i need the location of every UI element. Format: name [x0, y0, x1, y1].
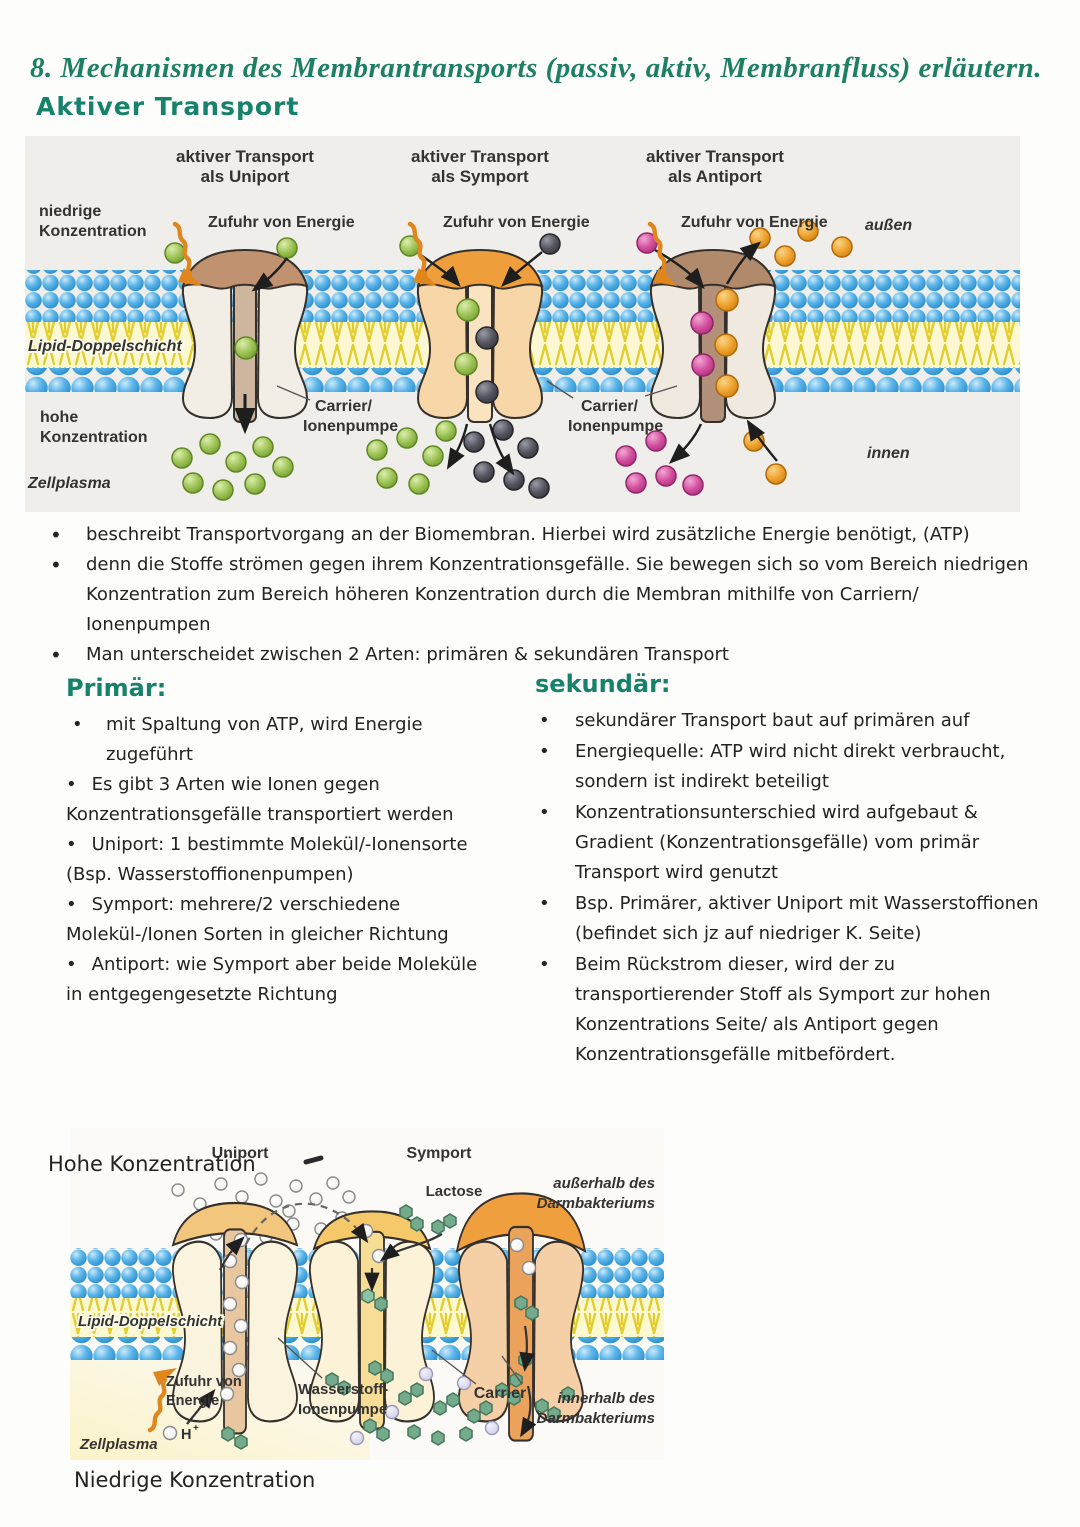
- primary-item: Symport: mehrere/2 verschiedene Molekül-…: [66, 890, 496, 950]
- secondary-item: sekundärer Transport baut auf primären a…: [535, 706, 1050, 736]
- label-carrier-ionenpumpe-1b: Ionenpumpe: [303, 418, 398, 435]
- label-wasserstoff-2: Ionenpumpe: [298, 1401, 387, 1418]
- primary-transport-section: Primär: mit Spaltung von ATP, wird Energ…: [66, 674, 496, 1010]
- primary-item: mit Spaltung von ATP, wird Energie zugef…: [66, 710, 496, 770]
- diagram-active-transport: aktiver Transport als Uniport aktiver Tr…: [25, 136, 1020, 512]
- panel-title-uniport-2: als Uniport: [201, 167, 290, 186]
- secondary-item: Energiequelle: ATP wird nicht direkt ver…: [535, 737, 1050, 797]
- label-lactose: Lactose: [426, 1183, 483, 1200]
- label-zellplasma: Zellplasma: [27, 475, 111, 492]
- secondary-list: sekundärer Transport baut auf primären a…: [535, 706, 1050, 1070]
- label-hohe-konzentration-hand: Hohe Konzentration: [48, 1152, 256, 1176]
- notes-list: beschreibt Transportvorgang an der Biome…: [42, 520, 1032, 670]
- molecules-cytoplasm-pink: [615, 430, 704, 496]
- label-niedrige-konzentration-2: Konzentration: [39, 223, 147, 240]
- label-carrier-ionenpumpe-2a: Carrier/: [581, 398, 638, 415]
- label-carrier-ionenpumpe-2b: Ionenpumpe: [568, 418, 663, 435]
- label-wasserstoff-1: Wasserstoff-: [298, 1381, 388, 1398]
- note-item: Man unterscheidet zwischen 2 Arten: prim…: [42, 640, 1032, 670]
- label-symport: Symport: [407, 1145, 473, 1162]
- label-aussen: außen: [865, 217, 912, 234]
- label-uniport: Uniport: [212, 1145, 270, 1162]
- secondary-transport-section: sekundär: sekundärer Transport baut auf …: [535, 670, 1050, 1071]
- label-h-ion-sup: +: [193, 1423, 199, 1434]
- panel-title-symport-2: als Symport: [431, 167, 529, 186]
- label-innerhalb-1: innerhalb des: [557, 1390, 655, 1407]
- note-item: denn die Stoffe strömen gegen ihrem Konz…: [42, 550, 1032, 640]
- panel-title-uniport-1: aktiver Transport: [176, 147, 314, 166]
- transport-arrows: [234, 241, 778, 476]
- primary-item: Antiport: wie Symport aber beide Molekül…: [66, 950, 496, 1010]
- label-zufuhr-2: Energie: [166, 1393, 219, 1409]
- molecules-inside-cell: [221, 1360, 575, 1450]
- diagram-active-transport-svg: aktiver Transport als Uniport aktiver Tr…: [25, 136, 1020, 512]
- pen-mark: [303, 1155, 324, 1165]
- h-ion-below: [162, 1425, 178, 1441]
- label-ausserhalb-1: außerhalb des: [553, 1175, 655, 1192]
- primary-item: Uniport: 1 bestimmte Molekül/-Ionensorte…: [66, 830, 496, 890]
- primary-list: mit Spaltung von ATP, wird Energie zugef…: [66, 710, 496, 1010]
- label-hohe-konzentration-1: hohe: [40, 409, 78, 426]
- panel-title-symport-1: aktiver Transport: [411, 147, 549, 166]
- molecules-cytoplasm-gray: [463, 419, 550, 499]
- label-zufuhr-1: Zufuhr von: [166, 1374, 242, 1390]
- carrier-uniport: [181, 248, 309, 423]
- secondary-item: Konzentrationsunterschied wird aufgebaut…: [535, 798, 1050, 888]
- hydrogen-ions-in-pump: [219, 1232, 250, 1402]
- label-lipid-doppelschicht: Lipid-Doppelschicht: [28, 338, 182, 355]
- energy-label-antiport: Zufuhr von Energie: [681, 214, 828, 231]
- diagram-lactose-symport-svg: Uniport Symport Lactose außerhalb des Da…: [70, 1128, 664, 1460]
- page-title: 8. Mechanismen des Membrantransports (pa…: [30, 52, 1042, 84]
- note-item: beschreibt Transportvorgang an der Biome…: [42, 520, 1032, 550]
- diagram-lactose-symport: Uniport Symport Lactose außerhalb des Da…: [70, 1128, 664, 1460]
- secondary-item: Beim Rückstrom dieser, wird der zu trans…: [535, 950, 1050, 1070]
- label-niedrige-konzentration-1: niedrige: [39, 203, 101, 220]
- carrier-antiport: [649, 248, 777, 423]
- carrier-symport: [416, 248, 544, 423]
- primary-item: Es gibt 3 Arten wie Ionen gegen Konzentr…: [66, 770, 496, 830]
- label-leader-lines: [276, 380, 678, 401]
- energy-label-symport: Zufuhr von Energie: [443, 214, 590, 231]
- secondary-heading: sekundär:: [535, 670, 671, 698]
- label-carrier-2: Carrier: [474, 1385, 526, 1402]
- label-carrier-ionenpumpe-1a: Carrier/: [315, 398, 372, 415]
- primary-heading: Primär:: [66, 674, 167, 702]
- section-heading-aktiver-transport: Aktiver Transport: [36, 92, 300, 121]
- secondary-item: Bsp. Primärer, aktiver Uniport mit Wasse…: [535, 889, 1050, 949]
- transport-arrows-2: [186, 1202, 537, 1438]
- molecules-cytoplasm-green-1: [171, 433, 294, 501]
- label-niedrige-konzentration-hand: Niedrige Konzentration: [74, 1468, 316, 1492]
- label-zellplasma-2: Zellplasma: [79, 1436, 158, 1453]
- label-leader-lines-2: [277, 1337, 523, 1385]
- energy-label-uniport: Zufuhr von Energie: [208, 214, 355, 231]
- label-h-ion: H: [181, 1427, 191, 1443]
- molecules-cytoplasm-green-2: [366, 420, 457, 495]
- panel-title-antiport-1: aktiver Transport: [646, 147, 784, 166]
- label-ausserhalb-2: Darmbakteriums: [537, 1195, 655, 1212]
- label-lipid-doppelschicht-2: Lipid-Doppelschicht: [78, 1313, 223, 1330]
- label-innen: innen: [867, 445, 910, 462]
- label-hohe-konzentration-2: Konzentration: [40, 429, 148, 446]
- label-innerhalb-2: Darmbakteriums: [537, 1410, 655, 1427]
- molecules-in-carrier-releasing: [509, 1237, 539, 1388]
- panel-title-antiport-2: als Antiport: [668, 167, 762, 186]
